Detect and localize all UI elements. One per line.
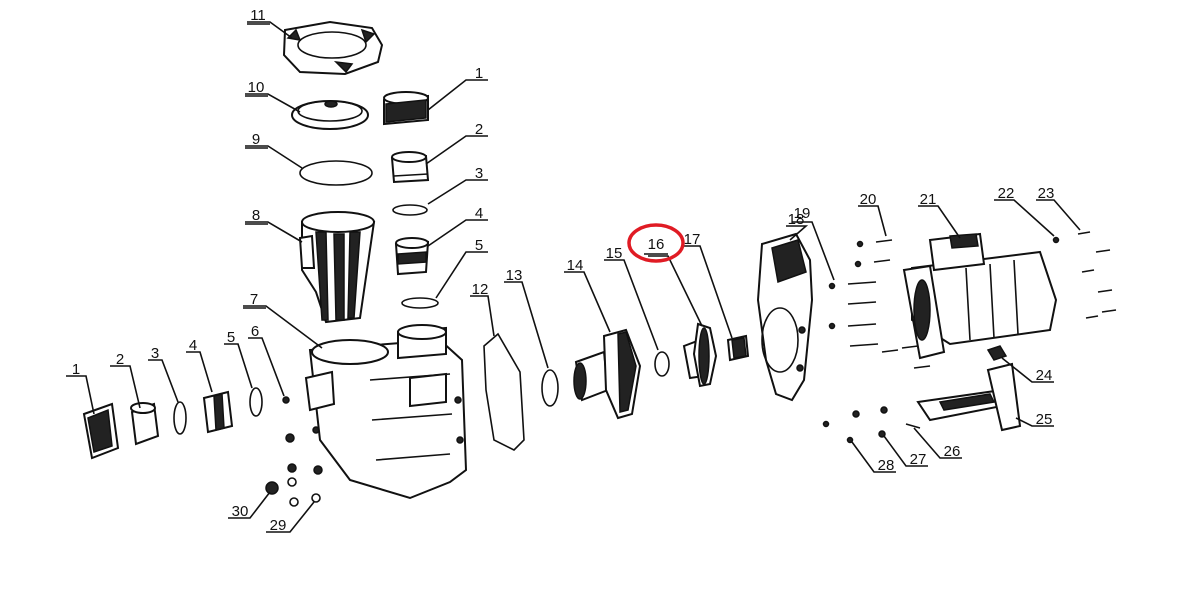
part-7-pump-housing: [304, 324, 468, 500]
label-10: 10: [248, 79, 265, 96]
label-21: 21: [920, 191, 937, 208]
part-22-23-screws: [1052, 231, 1117, 319]
label-26: 26: [944, 443, 961, 460]
highlight-circle-part-16: [627, 223, 685, 263]
label-18: 18: [788, 211, 805, 228]
part-26-27-28-hardware: [822, 406, 921, 444]
part-left-1-union-nut: [82, 402, 120, 460]
label-6: 6: [251, 323, 259, 340]
part-9-oring: [299, 160, 373, 186]
label-13: 13: [506, 267, 523, 284]
label-8: 8: [252, 207, 260, 224]
part-6-drain-plugs: [282, 396, 323, 475]
label-left-1: 1: [72, 361, 80, 378]
part-16-impeller: [682, 322, 718, 388]
part-labels: 11 10 9 8 7 1 2 3 4 5 1 2 3 4 5 6 12 13 …: [72, 7, 1055, 534]
part-left-5-oring: [249, 387, 263, 417]
label-28: 28: [878, 457, 895, 474]
part-29-plug-oring: [287, 477, 321, 507]
part-12-gasket: [483, 332, 525, 451]
label-underlines: [243, 23, 668, 309]
part-top-5-oring: [401, 297, 439, 309]
part-8-basket: [298, 211, 376, 324]
part-10-lid: [291, 100, 369, 130]
label-24: 24: [1036, 367, 1053, 384]
label-left-2: 2: [116, 351, 124, 368]
label-11: 11: [250, 7, 266, 24]
label-27: 27: [910, 451, 927, 468]
label-15: 15: [606, 245, 623, 262]
label-top-3: 3: [475, 165, 483, 182]
label-9: 9: [252, 131, 260, 148]
part-25-motor-foot: [916, 362, 1022, 432]
label-top-2: 2: [475, 121, 483, 138]
label-25: 25: [1036, 411, 1053, 428]
part-24-key: [986, 345, 1008, 361]
part-top-1-union-nut: [383, 91, 429, 126]
part-13-oring: [541, 369, 559, 407]
part-left-2-union-tail: [130, 402, 160, 446]
part-18-seal-plate: [756, 232, 814, 402]
part-17-mech-seal: [726, 334, 750, 362]
part-left-4-union-body: [202, 390, 234, 434]
label-22: 22: [998, 185, 1015, 202]
part-left-3-oring: [173, 401, 187, 435]
leader-lines: [66, 21, 1081, 533]
label-top-1: 1: [475, 65, 483, 82]
label-14: 14: [567, 257, 584, 274]
label-7: 7: [250, 291, 258, 308]
label-29: 29: [270, 517, 287, 534]
label-19: 19: [794, 205, 811, 222]
part-30-plug: [265, 481, 279, 495]
part-19-bolts: [828, 281, 879, 347]
part-14-diffuser: [573, 328, 642, 420]
part-top-2-union-tail: [390, 151, 430, 184]
label-top-4: 4: [475, 205, 483, 222]
label-top-5: 5: [475, 237, 483, 254]
label-left-3: 3: [151, 345, 159, 362]
label-left-5: 5: [227, 329, 235, 346]
part-21-motor: [902, 232, 1058, 360]
label-20: 20: [860, 191, 877, 208]
part-top-4-union-body: [394, 237, 430, 276]
part-11-lock-ring: [282, 20, 384, 76]
label-left-4: 4: [189, 337, 197, 354]
part-top-3-oring: [392, 204, 428, 216]
label-30: 30: [232, 503, 249, 520]
label-23: 23: [1038, 185, 1055, 202]
part-20-screws: [854, 239, 931, 369]
label-12: 12: [472, 281, 489, 298]
label-16[interactable]: 16: [648, 236, 665, 253]
label-17: 17: [684, 231, 701, 248]
part-15-seal: [654, 351, 670, 377]
